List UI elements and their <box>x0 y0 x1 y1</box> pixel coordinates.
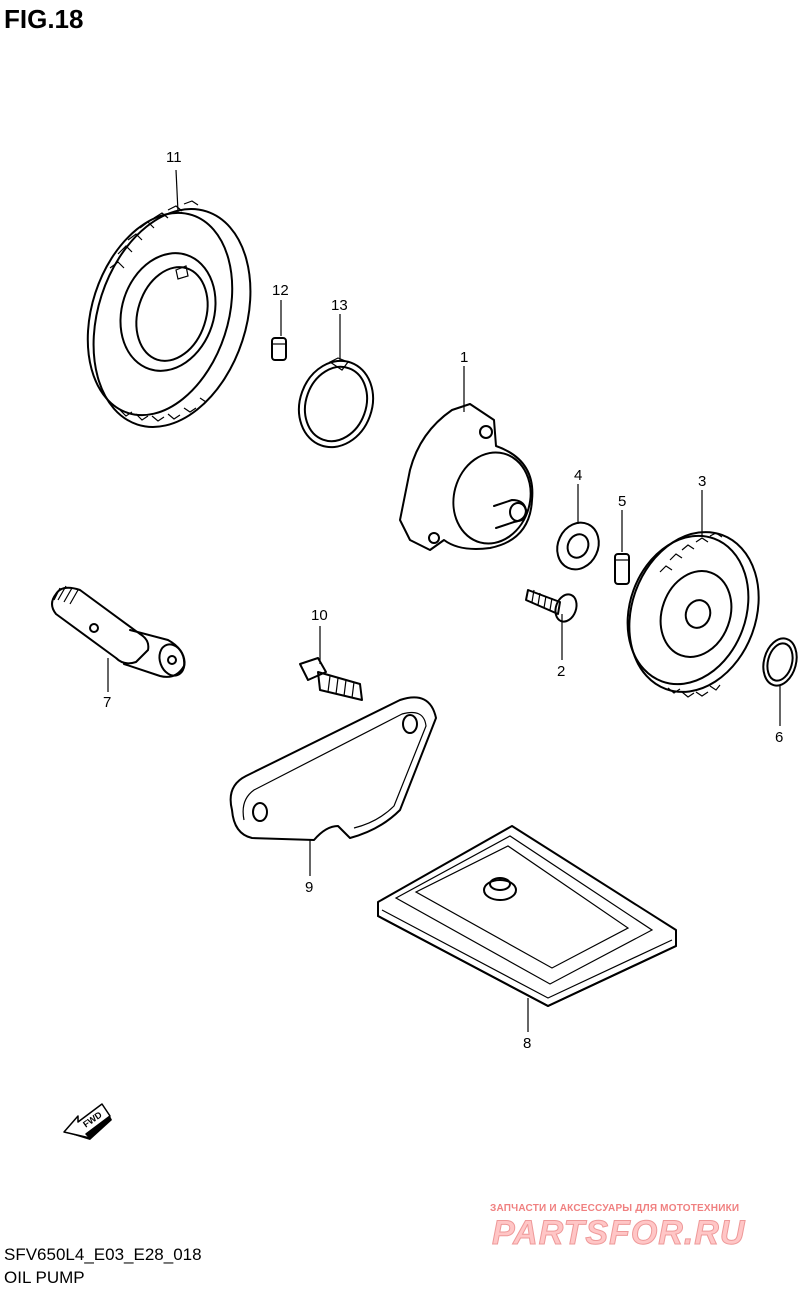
callout-3: 3 <box>698 473 706 490</box>
part-10-bolt <box>299 657 363 701</box>
part-4-washer <box>556 521 600 571</box>
callout-12: 12 <box>272 282 289 299</box>
part-1-oil-pump <box>399 403 534 551</box>
watermark-tagline: ЗАПЧАСТИ И АКСЕССУАРЫ ДЛЯ МОТОТЕХНИКИ <box>490 1203 740 1214</box>
callout-6: 6 <box>775 729 783 746</box>
part-8-oil-strainer <box>377 825 677 1007</box>
part-5-pin <box>614 553 630 585</box>
callout-10: 10 <box>311 607 328 624</box>
part-12-pin <box>271 337 287 361</box>
part-11-driven-gear <box>86 200 252 428</box>
callout-9: 9 <box>305 879 313 896</box>
part-6-circlip <box>762 637 798 687</box>
part-9-gasket <box>229 696 437 841</box>
part-2-screw <box>525 589 578 623</box>
watermark-brand: PARTSFOR.RU <box>491 1214 746 1253</box>
leader-lines <box>107 169 781 1032</box>
callout-7: 7 <box>103 694 111 711</box>
part-3-drive-gear <box>626 531 760 698</box>
callout-13: 13 <box>331 297 348 314</box>
callout-8: 8 <box>523 1035 531 1052</box>
callout-5: 5 <box>618 493 626 510</box>
callout-4: 4 <box>574 467 582 484</box>
part-13-circlip <box>297 357 375 449</box>
fwd-arrow-icon: FWD <box>63 1103 112 1140</box>
diagram-name: OIL PUMP <box>4 1268 85 1287</box>
callout-11: 11 <box>166 149 182 166</box>
figure-title: FIG.18 <box>4 4 84 34</box>
diagram-code: SFV650L4_E03_E28_018 <box>4 1245 202 1264</box>
callout-2: 2 <box>557 663 565 680</box>
callout-1: 1 <box>460 349 468 366</box>
part-7-relief-valve <box>51 585 186 678</box>
